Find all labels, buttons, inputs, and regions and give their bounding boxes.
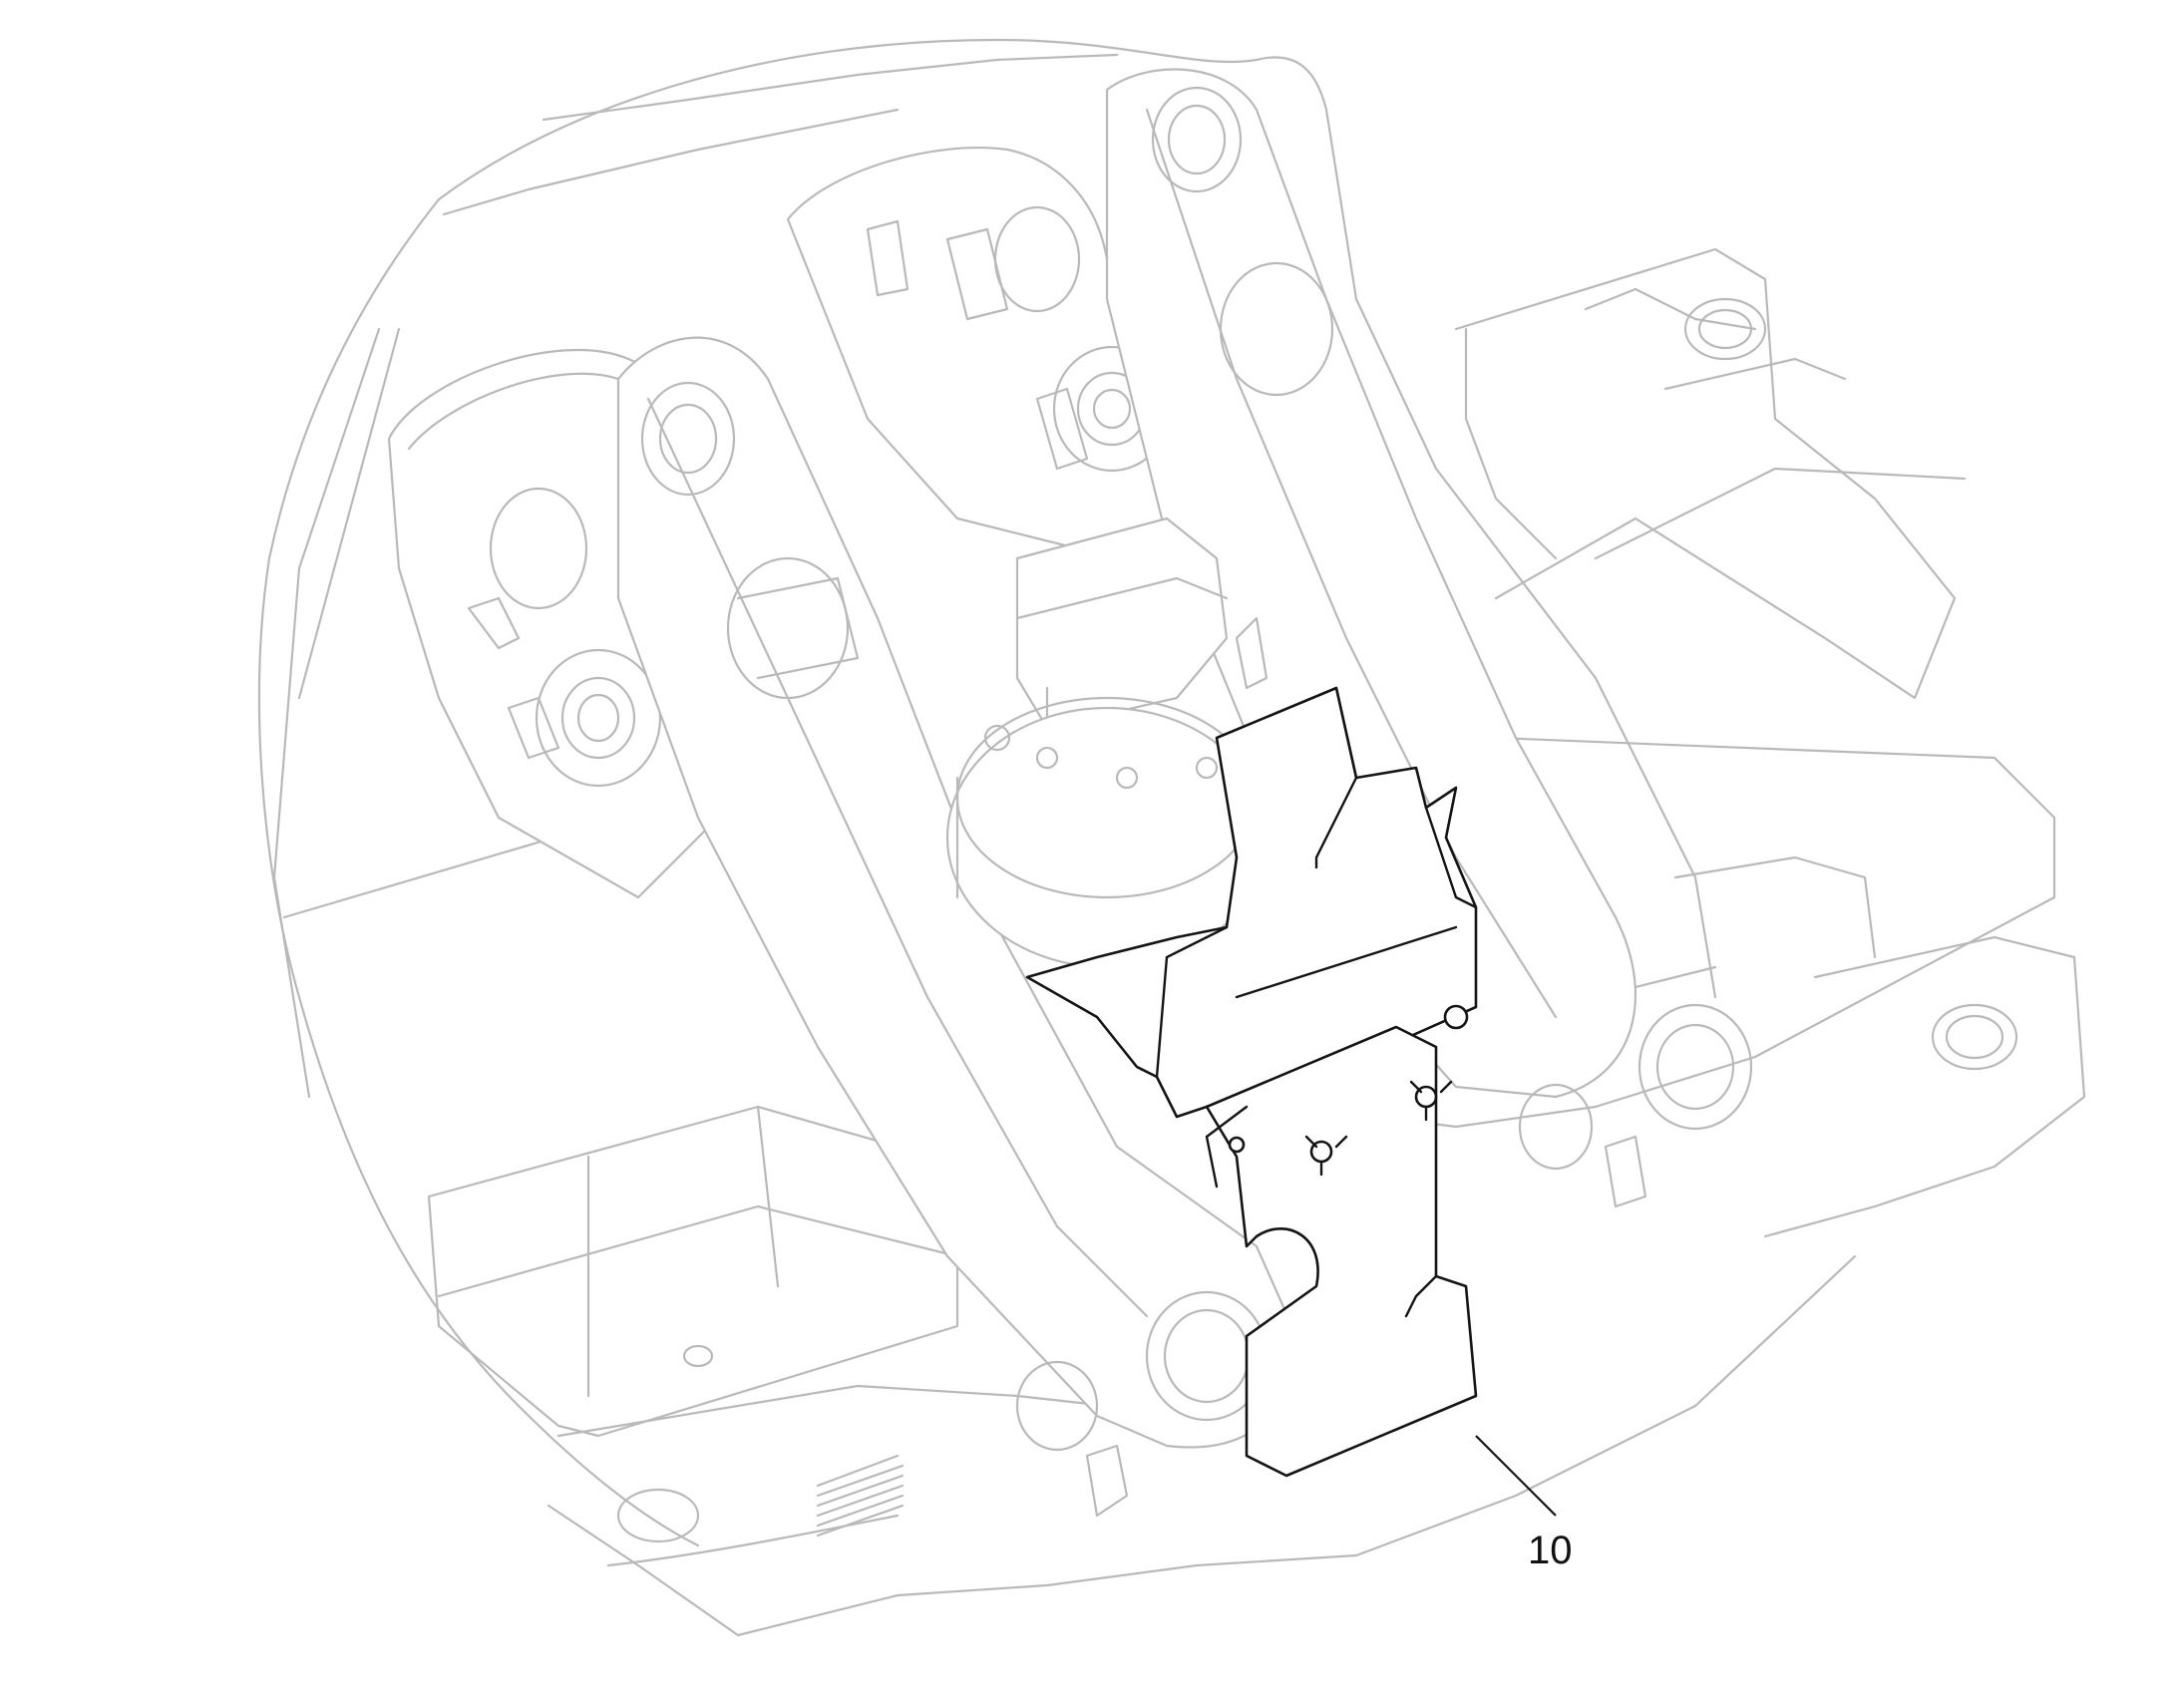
wing-nut-right bbox=[1409, 1080, 1453, 1122]
upper-frame-ring bbox=[437, 38, 1717, 999]
left-shell bbox=[257, 197, 700, 1547]
center-arm-pin bbox=[1219, 261, 1334, 397]
left-arm-pin bbox=[726, 556, 850, 700]
right-upper-bore bbox=[1683, 297, 1767, 361]
frame-context bbox=[257, 38, 2086, 1637]
left-bore-lower bbox=[535, 648, 662, 788]
guard-lower-sheet bbox=[1205, 1025, 1478, 1478]
guard-bolt bbox=[1228, 1004, 1469, 1154]
left-arm-top-bore bbox=[640, 381, 736, 497]
callout-10: 10 bbox=[1475, 1435, 1573, 1572]
right-crossmember bbox=[1454, 247, 1957, 700]
lower-right-beam bbox=[1374, 736, 2056, 1129]
lower-left-box bbox=[427, 1105, 959, 1438]
wing-nut-left bbox=[1304, 1135, 1348, 1177]
bottom-plate bbox=[546, 1254, 1857, 1637]
vent-grille bbox=[816, 1454, 905, 1537]
guard-plate bbox=[1025, 686, 1478, 1478]
center-arm-bottom-bore bbox=[1637, 1003, 1753, 1131]
callout-label: 10 bbox=[1528, 1529, 1573, 1572]
center-arm bbox=[1105, 68, 1637, 1099]
center-lug-plates bbox=[786, 68, 1753, 1208]
callout-leader bbox=[1475, 1435, 1557, 1517]
swing-motor bbox=[945, 516, 1269, 969]
right-lower-bore bbox=[1931, 1003, 2018, 1071]
left-bore-upper bbox=[489, 487, 588, 610]
center-arm-top-bore bbox=[1151, 86, 1243, 193]
